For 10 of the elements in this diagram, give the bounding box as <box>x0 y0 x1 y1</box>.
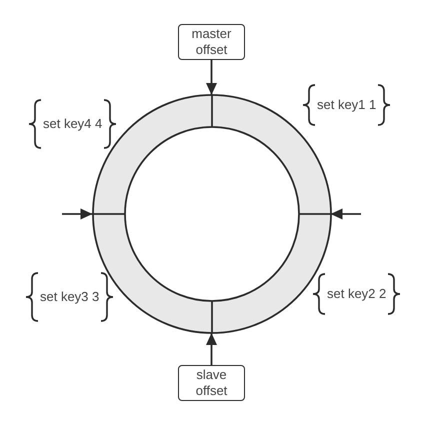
annotation-text: set key3 3 <box>40 289 100 305</box>
arrow <box>206 60 217 95</box>
annotation-text: set key4 4 <box>43 116 102 132</box>
arrow <box>62 208 92 220</box>
label-box: slave offset <box>178 365 245 401</box>
label-box: master offset <box>178 24 245 60</box>
arrow <box>206 333 217 365</box>
arrow <box>330 208 361 220</box>
annotation-text: set key1 1 <box>317 97 376 113</box>
annotation-text: set key2 2 <box>327 286 386 302</box>
